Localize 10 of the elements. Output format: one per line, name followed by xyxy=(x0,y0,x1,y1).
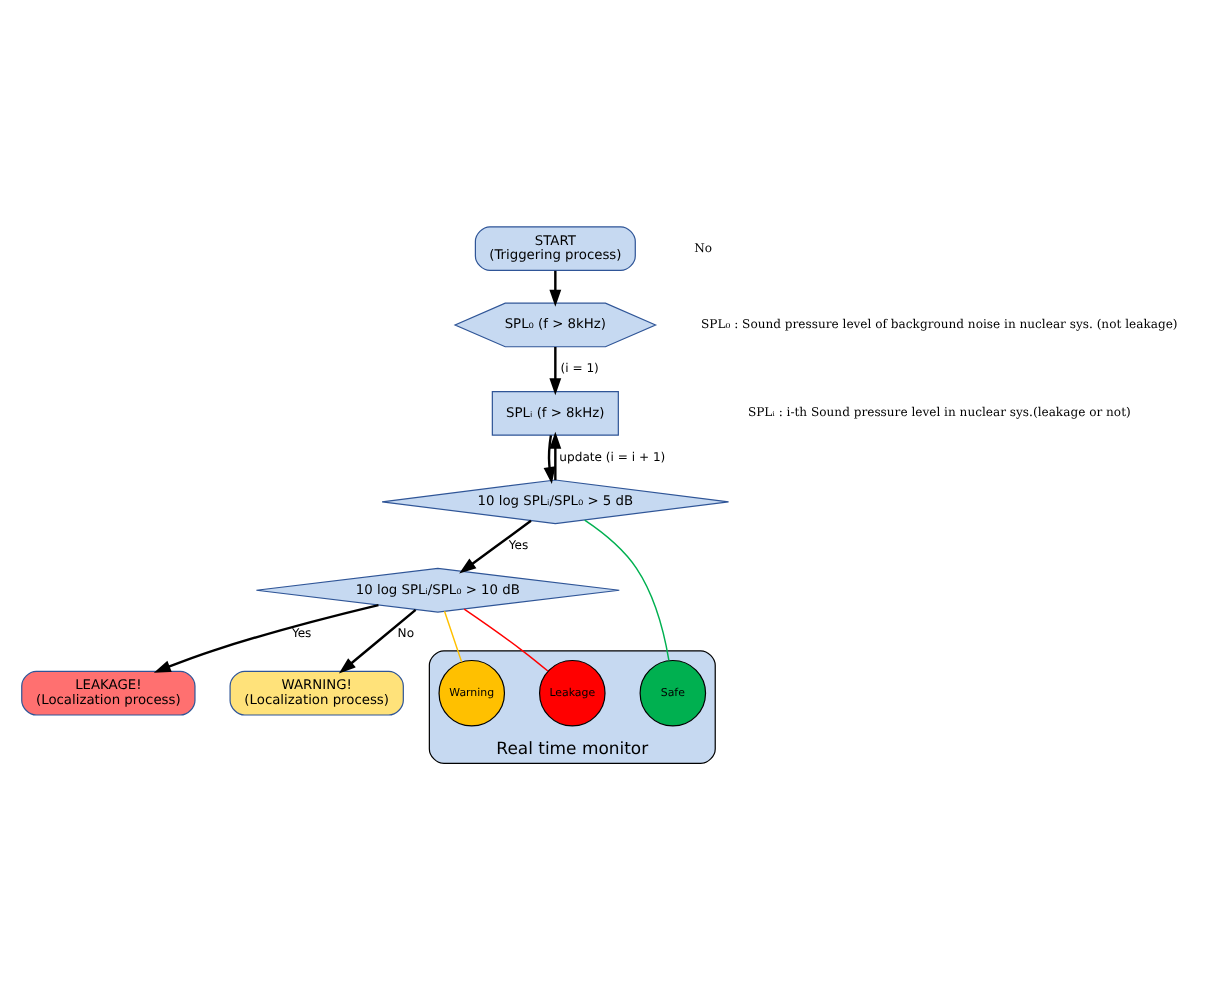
arrow xyxy=(153,603,379,673)
connector xyxy=(443,610,463,663)
arrow xyxy=(549,347,562,396)
arrow xyxy=(543,435,556,484)
arrow xyxy=(549,431,562,480)
arrow xyxy=(338,608,417,674)
arrow xyxy=(549,270,562,307)
connector xyxy=(463,608,549,672)
arrow xyxy=(459,519,532,574)
connector xyxy=(583,519,670,662)
